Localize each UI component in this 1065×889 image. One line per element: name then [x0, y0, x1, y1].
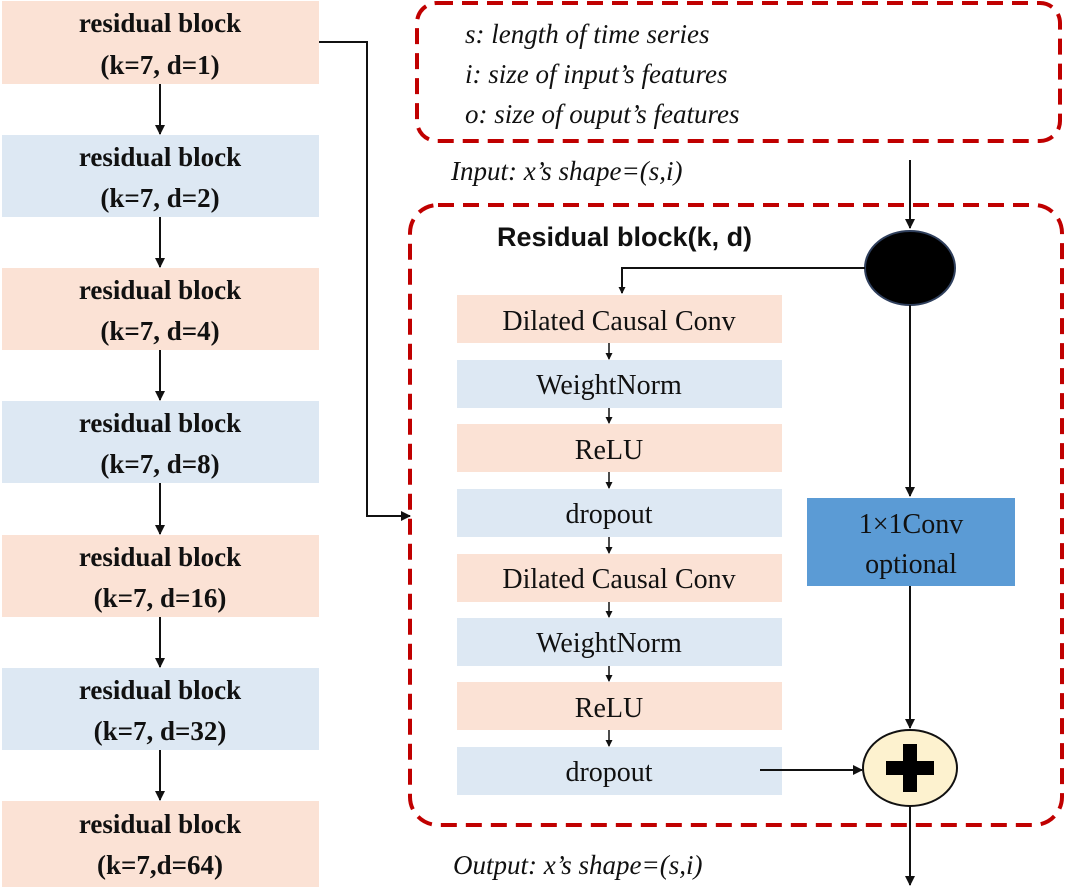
stack-block-6-title: residual block: [79, 675, 241, 705]
legend-line-o: o: size of ouput’s features: [465, 99, 740, 129]
stack-block-7: residual block (k=7,d=64): [2, 801, 319, 887]
input-label: Input: x’s shape=(s,i): [450, 156, 682, 186]
filled-circle-icon: [864, 230, 956, 306]
stack-block-3-title: residual block: [79, 275, 241, 305]
layer-weightnorm-1: WeightNorm: [457, 360, 782, 408]
zoom-connector-arrow: [319, 41, 411, 521]
svg-text:ReLU: ReLU: [575, 693, 643, 724]
stack-block-4: residual block (k=7, d=8): [2, 401, 319, 483]
stack-block-7-params: (k=7,d=64): [97, 850, 223, 880]
plus-icon: [862, 729, 958, 807]
svg-text:Dilated Causal Conv: Dilated Causal Conv: [502, 564, 735, 595]
conv-1x1-box: 1×1Conv optional: [807, 498, 1015, 586]
stack-block-4-title: residual block: [79, 408, 241, 438]
output-label: Output: x’s shape=(s,i): [453, 850, 702, 880]
conv-optional-label: optional: [865, 549, 957, 580]
stack-block-5: residual block (k=7, d=16): [2, 535, 319, 617]
svg-text:Dilated Causal Conv: Dilated Causal Conv: [502, 306, 735, 337]
stack-block-3-params: (k=7, d=4): [100, 316, 219, 346]
layer-dropout-2: dropout: [457, 747, 782, 795]
layer-relu-1: ReLU: [457, 424, 782, 472]
stack-block-2-params: (k=7, d=2): [100, 183, 219, 213]
svg-text:dropout: dropout: [565, 757, 652, 788]
layer-dilated-conv-1: Dilated Causal Conv: [457, 295, 782, 343]
svg-text:WeightNorm: WeightNorm: [536, 370, 682, 401]
svg-text:ReLU: ReLU: [575, 435, 643, 466]
stack-block-5-title: residual block: [79, 542, 241, 572]
stack-block-2-title: residual block: [79, 142, 241, 172]
stack-block-6-params: (k=7, d=32): [94, 716, 227, 746]
stack-block-4-params: (k=7, d=8): [100, 449, 219, 479]
legend-line-i: i: size of input’s features: [465, 59, 728, 89]
legend-line-s: s: length of time series: [465, 19, 709, 49]
conv-1x1-label: 1×1Conv: [859, 509, 963, 540]
stack-block-7-title: residual block: [79, 809, 241, 839]
layer-weightnorm-2: WeightNorm: [457, 618, 782, 666]
stack-block-5-params: (k=7, d=16): [94, 583, 227, 613]
residual-stack: residual block (k=7, d=1) residual block…: [2, 1, 319, 887]
layer-dropout-1: dropout: [457, 489, 782, 537]
stack-block-1-params: (k=7, d=1): [100, 50, 219, 80]
layer-stack: Dilated Causal Conv WeightNorm ReLU drop…: [457, 295, 782, 795]
legend-box: [415, 1, 1062, 143]
stack-block-2: residual block (k=7, d=2): [2, 135, 319, 217]
residual-block-title: Residual block(k, d): [497, 222, 752, 252]
layer-relu-2: ReLU: [457, 682, 782, 730]
stack-block-1-title: residual block: [79, 8, 241, 38]
stack-block-1: residual block (k=7, d=1): [2, 1, 319, 84]
svg-text:dropout: dropout: [565, 499, 652, 530]
layer-dilated-conv-2: Dilated Causal Conv: [457, 554, 782, 602]
branch-arrow: [618, 267, 865, 294]
stack-block-3: residual block (k=7, d=4): [2, 268, 319, 350]
svg-text:WeightNorm: WeightNorm: [536, 628, 682, 659]
stack-block-6: residual block (k=7, d=32): [2, 668, 319, 750]
